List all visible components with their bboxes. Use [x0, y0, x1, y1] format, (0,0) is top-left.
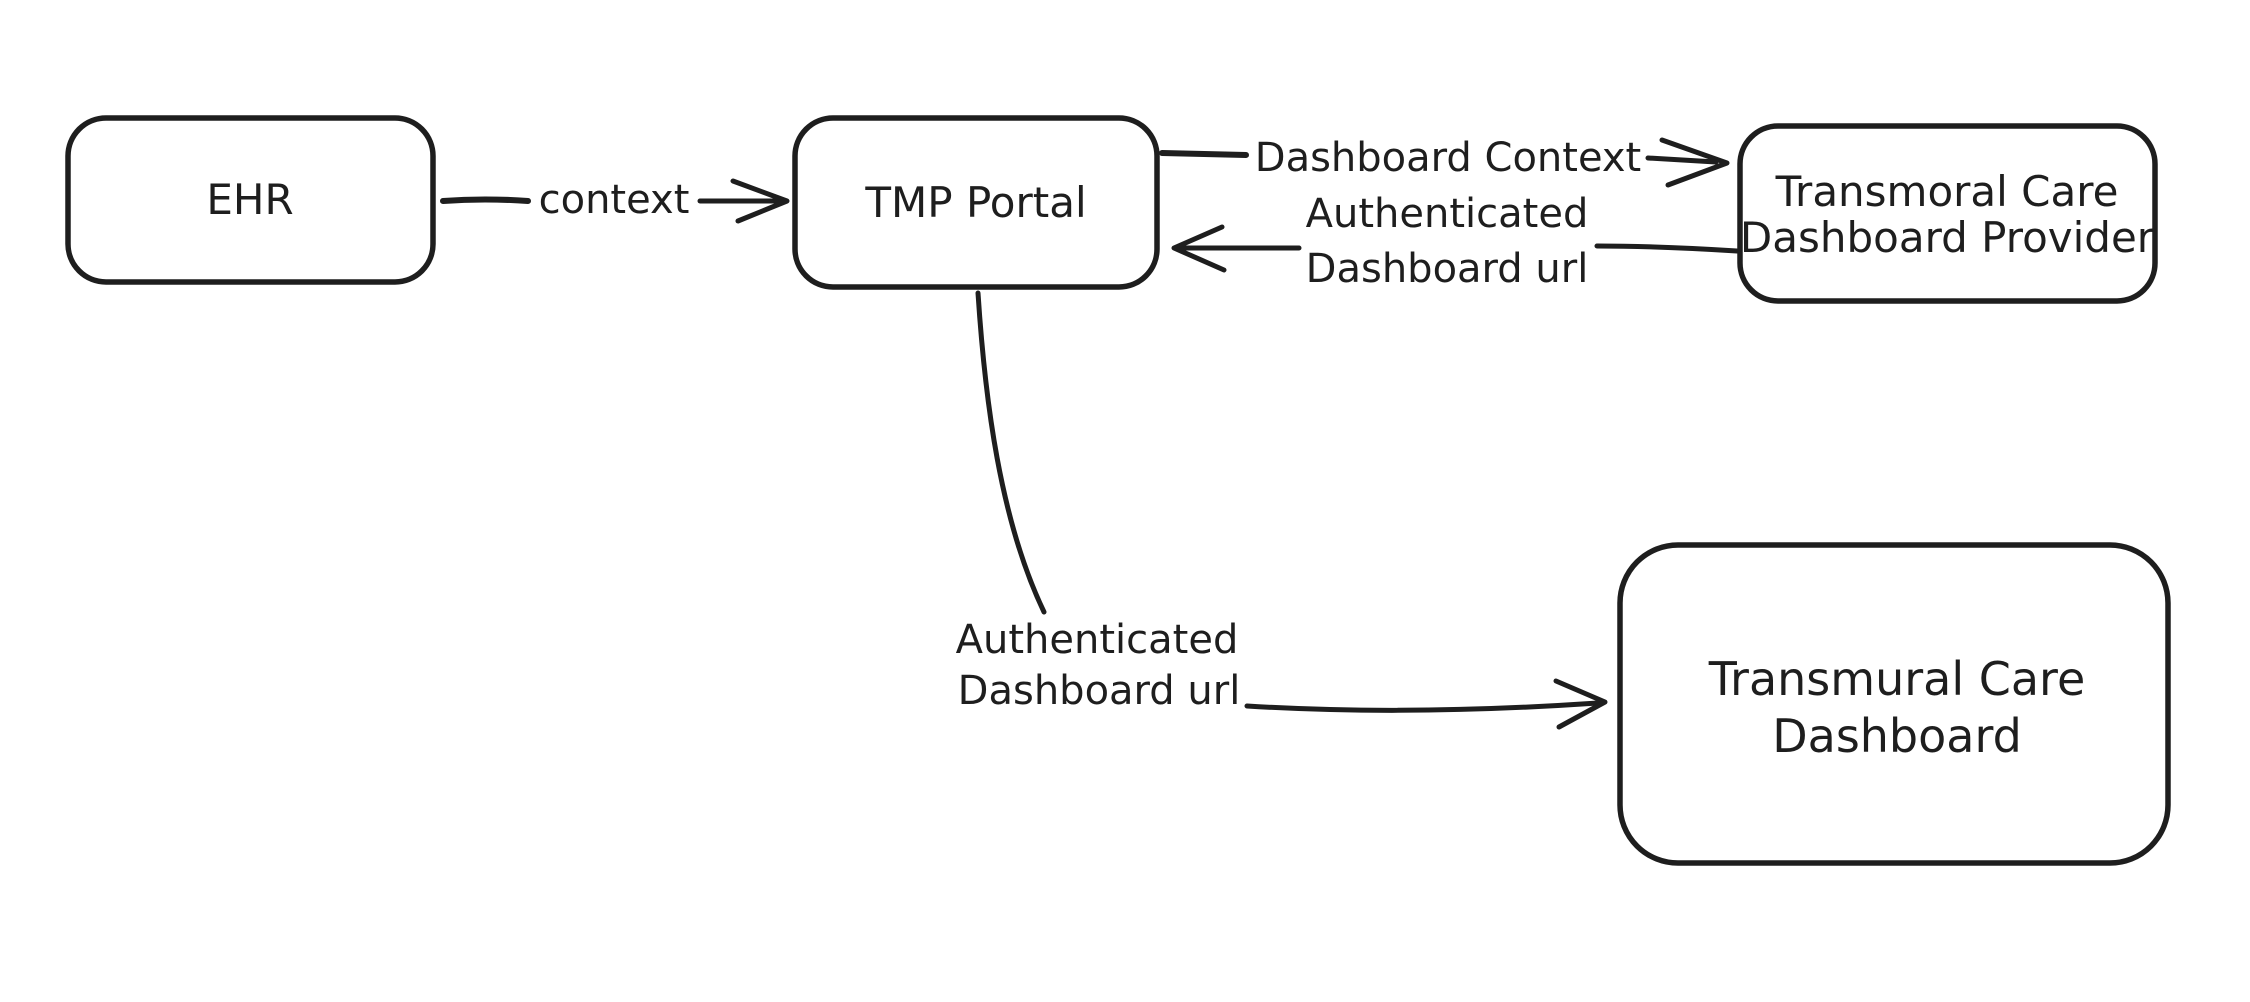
context-arrow-left-segment [440, 196, 531, 204]
auth-url-return-right-segment [1594, 243, 1740, 254]
auth-url-forward-label-line2: Dashboard url [958, 668, 1241, 714]
dashboard-context-label: Dashboard Context [1255, 135, 1641, 181]
auth-url-forward-label-line1: Authenticated [956, 617, 1239, 663]
dashboard-provider-node: Transmoral Care Dashboard Provider [1737, 123, 2158, 304]
dashboard-context-arrow: Dashboard Context [1159, 135, 1730, 188]
authenticated-dashboard-url-forward-arrow: Authenticated Dashboard url [956, 290, 1608, 730]
care-dashboard-box [1617, 542, 2171, 866]
ehr-box [65, 115, 436, 285]
auth-url-forward-shaft [1244, 700, 1601, 713]
dashboard-provider-box [1737, 123, 2158, 304]
auth-url-return-arrowhead [1171, 224, 1227, 273]
ehr-node: EHR [65, 115, 436, 285]
tmp-portal-label: TMP Portal [864, 178, 1086, 227]
dashboard-provider-label-line1: Transmoral Care [1775, 167, 2119, 216]
tmp-portal-box [792, 115, 1160, 290]
context-arrow-label: context [539, 177, 690, 223]
dashboard-provider-label-line2: Dashboard Provider [1740, 213, 2155, 262]
authenticated-dashboard-url-return-arrow: Authenticated Dashboard url [1171, 191, 1740, 292]
auth-url-return-label-line1: Authenticated [1306, 191, 1589, 237]
tmp-portal-node: TMP Portal [792, 115, 1160, 290]
auth-url-return-label-line2: Dashboard url [1306, 246, 1589, 292]
context-arrowhead [730, 178, 790, 224]
care-dashboard-label-line2: Dashboard [1772, 709, 2022, 763]
care-dashboard-label-line1: Transmural Care [1708, 652, 2086, 706]
tmp-portal-down-connector [975, 290, 1047, 615]
care-dashboard-node: Transmural Care Dashboard [1617, 542, 2171, 866]
ehr-label: EHR [206, 175, 293, 224]
auth-url-forward-arrowhead [1553, 678, 1608, 730]
dashboard-context-arrowhead [1659, 137, 1730, 188]
dashboard-context-left-segment [1159, 150, 1249, 158]
dashboard-context-shaft [1645, 155, 1719, 165]
context-arrow: context [440, 177, 790, 224]
